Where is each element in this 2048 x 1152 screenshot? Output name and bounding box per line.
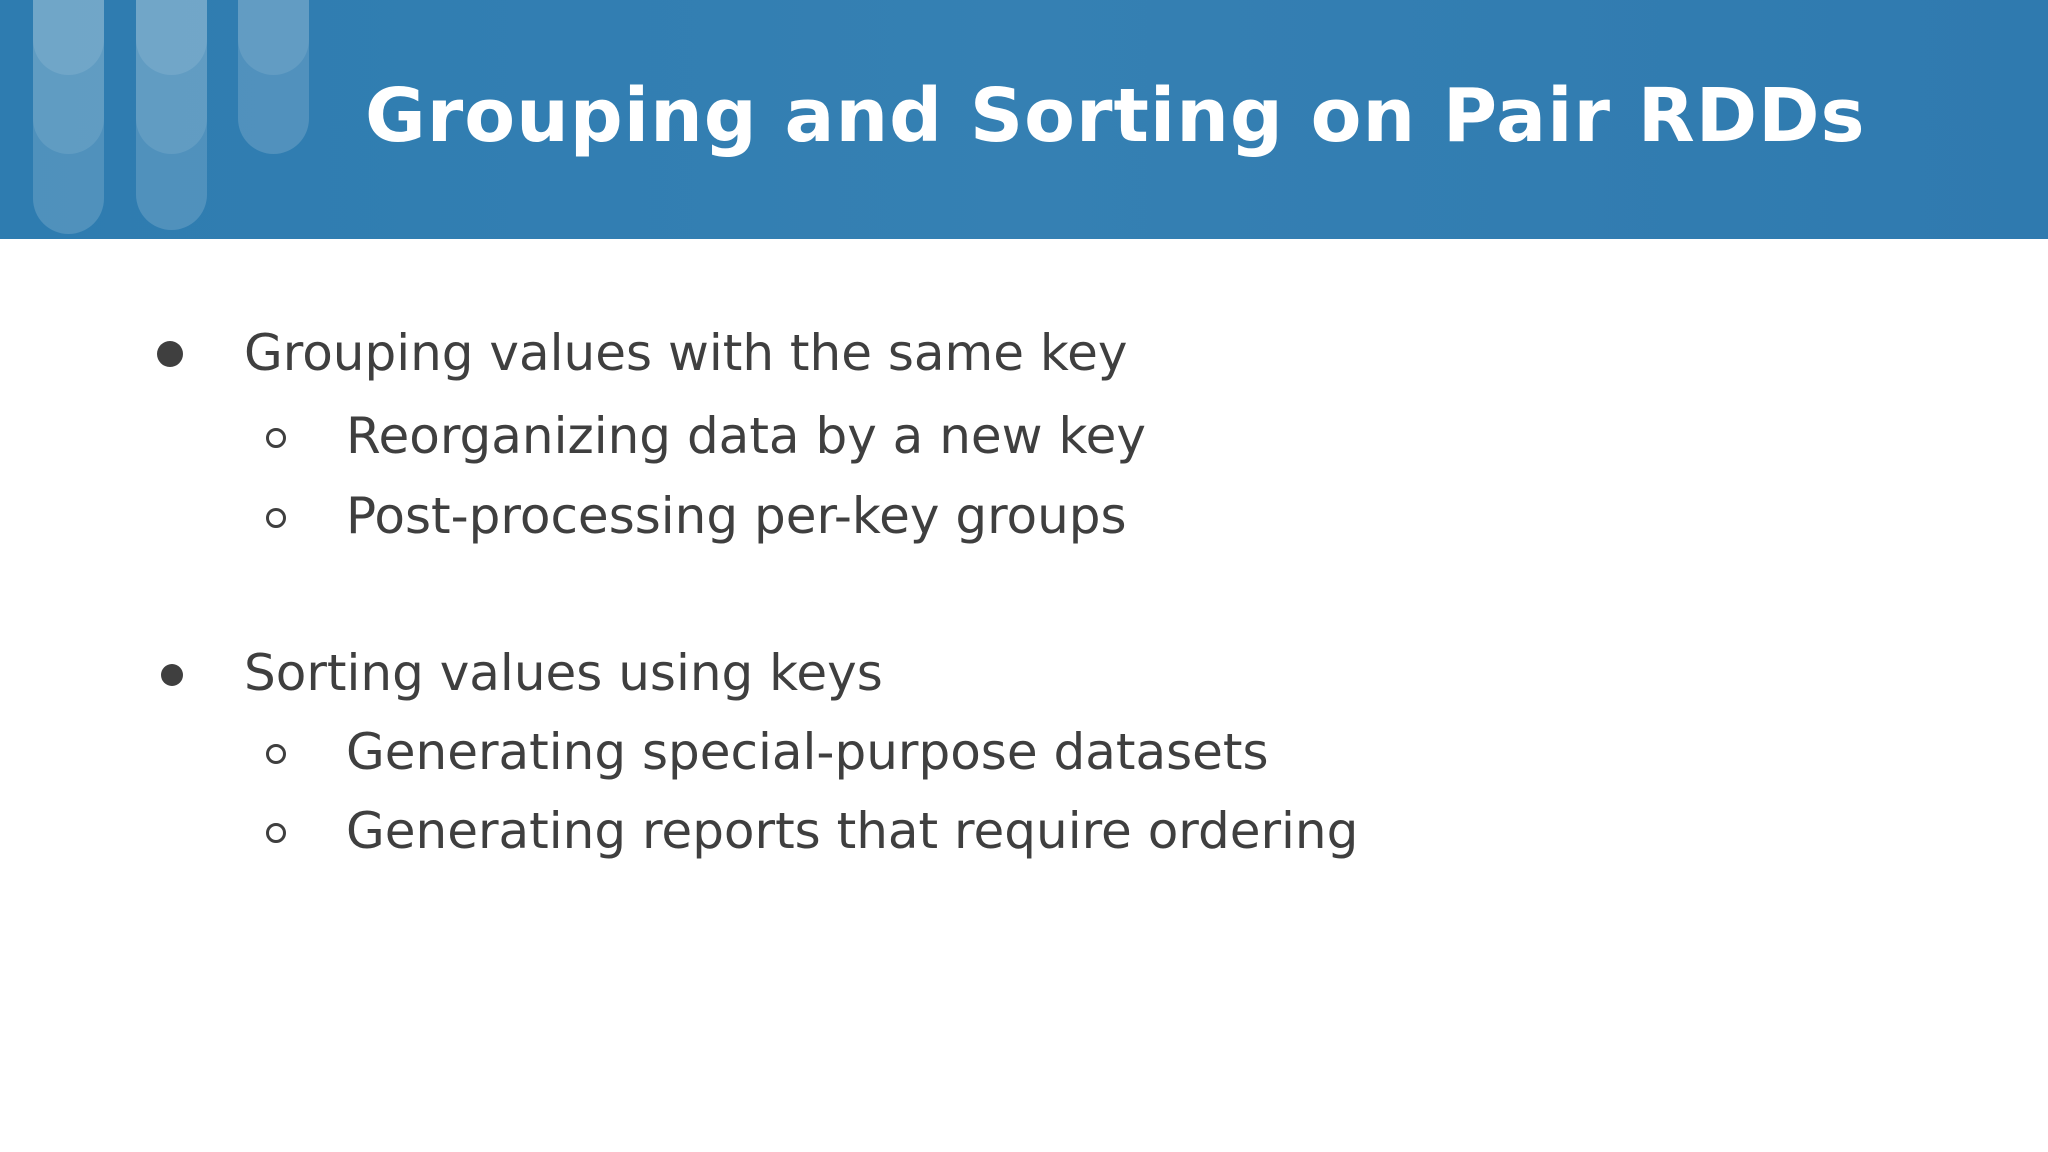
sub-bullet-item: Generating reports that require ordering bbox=[346, 802, 1359, 860]
sub-bullet-item: Post-processing per-key groups bbox=[346, 487, 1127, 545]
decorative-bar-shade bbox=[33, 0, 104, 154]
bullet-icon bbox=[157, 341, 183, 367]
decorative-bar bbox=[136, 0, 207, 230]
decorative-bar-shade bbox=[136, 0, 207, 75]
bullet-item-sorting: Sorting values using keys bbox=[244, 644, 883, 702]
sub-bullet-icon bbox=[266, 823, 286, 843]
slide-title: Grouping and Sorting on Pair RDDs bbox=[365, 73, 1866, 159]
decorative-bar-shade bbox=[136, 0, 207, 154]
sub-bullet-item: Reorganizing data by a new key bbox=[346, 407, 1146, 465]
decorative-bar bbox=[33, 0, 104, 234]
sub-bullet-item: Generating special-purpose datasets bbox=[346, 723, 1269, 781]
title-banner: Grouping and Sorting on Pair RDDs bbox=[0, 0, 2048, 239]
bullet-item-grouping: Grouping values with the same key bbox=[244, 324, 1128, 382]
sub-bullet-icon bbox=[266, 508, 286, 528]
sub-bullet-icon bbox=[266, 744, 286, 764]
decorative-bar bbox=[238, 0, 309, 154]
decorative-bar-shade bbox=[33, 0, 104, 75]
sub-bullet-icon bbox=[266, 428, 286, 448]
decorative-bar-shade bbox=[238, 0, 309, 75]
bullet-icon bbox=[161, 664, 183, 686]
